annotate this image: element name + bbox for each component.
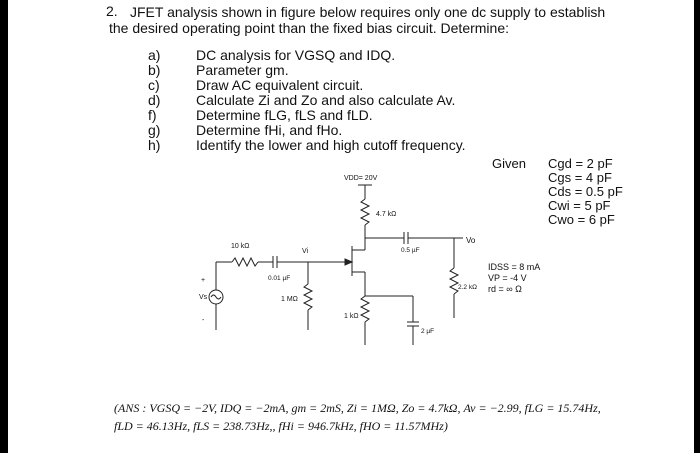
list-item: b) Parameter gm. <box>148 63 466 78</box>
worksheet-page: 2. JFET analysis shown in figure below r… <box>8 0 694 453</box>
answer-block: (ANS : VGSQ = −2V, IDQ = −2mA, gm = 2mS,… <box>114 399 601 435</box>
item-text: Calculate Zi and Zo and also calculate A… <box>196 92 456 108</box>
item-label: c) <box>148 77 160 93</box>
item-label: d) <box>148 92 161 108</box>
rs-label: 1 kΩ <box>344 313 359 320</box>
item-text: DC analysis for VGSQ and IDQ. <box>196 47 396 63</box>
list-item: d) Calculate Zi and Zo and also calculate… <box>148 93 466 108</box>
list-item: f) Determine fLG, fLS and fLD. <box>148 108 466 123</box>
item-text: Draw AC equivalent circuit. <box>196 77 364 93</box>
cc-label: 0.5 µF <box>401 247 420 254</box>
jfet-parameters: IDSS = 8 mA VP = -4 V rd = ∞ Ω <box>488 262 540 295</box>
list-item: g) Determine fHi, and fHo. <box>148 123 466 138</box>
cg-label: 0.01 µF <box>268 275 290 282</box>
vs-label: Vs <box>199 294 208 301</box>
vs-minus-label: - <box>202 317 205 324</box>
capacitance-list: Cgd = 2 pF Cgs = 4 pF Cds = 0.5 pF Cwi =… <box>548 157 623 227</box>
item-text: Determine fHi, and fHo. <box>196 122 343 138</box>
cap-gs: Cgs = 4 pF <box>548 170 612 185</box>
vi-label: Vi <box>302 248 309 255</box>
cap-gd: Cgd = 2 pF <box>548 156 613 171</box>
item-label: h) <box>148 137 161 153</box>
idss-param: IDSS = 8 mA <box>488 262 541 272</box>
question-text-line1: JFET analysis shown in figure below requ… <box>130 4 606 20</box>
list-item: c) Draw AC equivalent circuit. <box>148 78 466 93</box>
question-text-line2: the desired operating point than the fix… <box>109 20 510 36</box>
item-text: Parameter gm. <box>196 62 289 78</box>
cap-ds: Cds = 0.5 pF <box>548 184 623 199</box>
cs-label: 2 µF <box>421 328 434 335</box>
item-text: Determine fLG, fLS and fLD. <box>196 107 373 123</box>
item-label: a) <box>148 47 161 63</box>
vo-label: Vo <box>466 236 476 245</box>
item-label: g) <box>148 122 161 138</box>
answer-line2: fLD = 46.13Hz, fLS = 238.73Hz,, fHi = 94… <box>114 419 448 433</box>
cap-wi: Cwi = 5 pF <box>548 198 611 213</box>
list-item: a) DC analysis for VGSQ and IDQ. <box>148 48 466 63</box>
item-text: Identify the lower and high cutoff frequ… <box>196 137 466 153</box>
answer-line1: (ANS : VGSQ = −2V, IDQ = −2mA, gm = 2mS,… <box>114 401 601 415</box>
given-title: Given <box>492 156 526 171</box>
rg-label: 1 MΩ <box>281 296 298 303</box>
cap-wo: Cwo = 6 pF <box>548 212 615 227</box>
vp-param: VP = -4 V <box>488 273 527 283</box>
vdd-label: VDD= 20V <box>344 175 378 182</box>
jfet-circuit-diagram: VDD= 20V 4.7 kΩ 10 kΩ Vi 0.01 µF 1 MΩ 1 … <box>199 175 477 345</box>
vs-plus-label: + <box>201 277 205 284</box>
task-list: a) DC analysis for VGSQ and IDQ. b) Parame… <box>148 48 466 153</box>
question-number: 2. <box>106 3 118 19</box>
rd-param: rd = ∞ Ω <box>488 284 522 294</box>
list-item: h) Identify the lower and high cutoff fre… <box>148 138 466 153</box>
rsig-label: 10 kΩ <box>231 243 249 250</box>
item-label: f) <box>148 107 157 123</box>
rd-label: 4.7 kΩ <box>376 211 396 218</box>
rl-label: 2.2 kΩ <box>458 284 477 291</box>
item-label: b) <box>148 62 161 78</box>
